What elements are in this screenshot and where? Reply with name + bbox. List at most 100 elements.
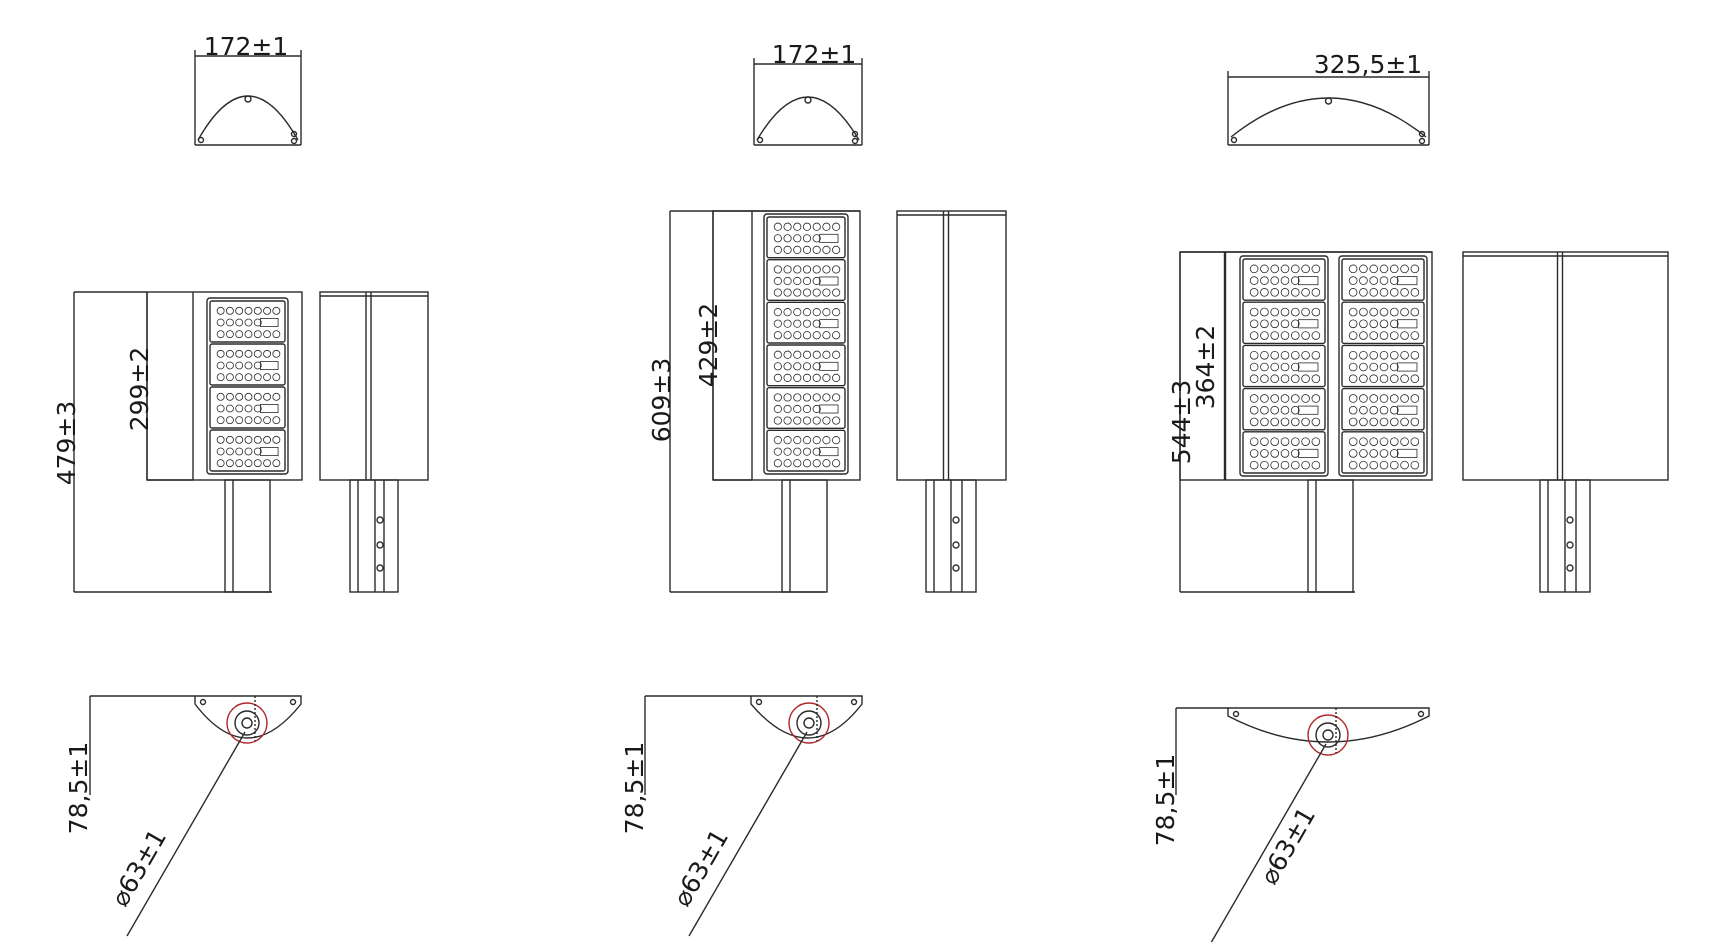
led-lens-large-right-0-0-5 bbox=[1400, 264, 1409, 274]
led-lens-large-right-2-2-2 bbox=[1369, 374, 1379, 384]
led-lens-large-left-2-2-4 bbox=[1290, 374, 1300, 384]
top-view-foot-screw-right-a-small bbox=[290, 130, 298, 138]
led-module-large-left-3 bbox=[1242, 387, 1326, 431]
led-lens-large-right-0-2-2 bbox=[1369, 288, 1379, 297]
led-lens-small-0-2-3 bbox=[244, 330, 253, 339]
led-lens-large-right-3-2-5 bbox=[1400, 417, 1409, 427]
led-lens-large-left-1-0-2 bbox=[1270, 307, 1280, 317]
led-lens-small-2-2-1 bbox=[226, 416, 234, 425]
led-lens-small-0-2-1 bbox=[226, 330, 234, 339]
led-driver-plate-large-right-1 bbox=[1397, 319, 1418, 329]
led-driver-plate-medium-1 bbox=[819, 276, 839, 286]
front-led-panel-small bbox=[206, 297, 289, 475]
top-view-foot-screw-right-b-medium bbox=[851, 137, 859, 145]
led-lens-small-3-1-4 bbox=[253, 447, 262, 456]
led-lens-small-3-0-6 bbox=[272, 435, 281, 444]
led-lens-large-left-3-2-5 bbox=[1301, 417, 1310, 427]
led-lens-large-left-2-2-3 bbox=[1280, 374, 1290, 384]
led-lens-medium-0-2-3 bbox=[802, 245, 812, 254]
led-lens-medium-0-0-2 bbox=[793, 222, 802, 231]
led-module-large-left-2 bbox=[1242, 344, 1326, 388]
led-lens-medium-2-0-4 bbox=[812, 308, 821, 317]
led-lens-large-right-3-0-0 bbox=[1348, 394, 1358, 403]
led-lens-medium-5-0-3 bbox=[802, 436, 812, 445]
led-lens-large-right-1-0-4 bbox=[1389, 307, 1399, 317]
led-lens-large-left-2-0-6 bbox=[1311, 350, 1321, 360]
led-lens-small-1-2-4 bbox=[253, 373, 262, 382]
led-lens-small-2-2-4 bbox=[253, 416, 262, 425]
led-lens-small-3-2-3 bbox=[244, 459, 253, 468]
led-lens-large-right-0-0-0 bbox=[1348, 264, 1358, 274]
led-lens-large-left-4-2-6 bbox=[1311, 460, 1321, 470]
total-height-label-large: 544±3 bbox=[1167, 380, 1196, 465]
led-lens-large-left-1-2-0 bbox=[1249, 331, 1259, 340]
led-lens-small-0-1-1 bbox=[226, 318, 234, 327]
led-lens-medium-2-0-6 bbox=[832, 308, 841, 317]
front-led-panel-medium bbox=[763, 213, 849, 475]
led-lens-large-right-1-0-5 bbox=[1400, 307, 1409, 317]
led-lens-large-left-0-0-6 bbox=[1311, 264, 1321, 274]
top-view-foot-screw-left-medium bbox=[756, 136, 764, 144]
led-lens-small-2-0-6 bbox=[272, 392, 281, 401]
led-module-medium-1 bbox=[766, 258, 846, 302]
led-lens-medium-3-0-2 bbox=[793, 350, 802, 359]
top-view-foot-screw-right-b-small bbox=[290, 137, 298, 145]
led-module-medium-4 bbox=[766, 386, 846, 430]
led-lens-large-right-1-1-0 bbox=[1348, 319, 1358, 329]
led-lens-large-right-3-1-2 bbox=[1369, 405, 1379, 415]
led-lens-small-1-1-0 bbox=[216, 361, 225, 370]
led-lens-large-left-0-1-0 bbox=[1249, 276, 1259, 285]
led-lens-large-left-3-1-2 bbox=[1270, 405, 1280, 415]
led-lens-small-0-0-3 bbox=[244, 306, 253, 315]
led-lens-small-1-0-3 bbox=[244, 349, 253, 358]
led-lens-large-left-1-1-2 bbox=[1270, 319, 1280, 329]
led-lens-large-left-0-0-1 bbox=[1260, 264, 1269, 274]
led-lens-medium-5-0-1 bbox=[783, 436, 792, 445]
led-lens-large-left-2-0-0 bbox=[1249, 350, 1259, 360]
led-lens-medium-0-2-4 bbox=[812, 245, 821, 254]
led-lens-small-3-2-2 bbox=[235, 459, 244, 468]
led-lens-large-right-2-1-4 bbox=[1389, 362, 1399, 372]
led-lens-medium-5-1-0 bbox=[773, 447, 782, 456]
led-lens-small-1-1-3 bbox=[244, 361, 253, 370]
led-lens-small-2-2-2 bbox=[235, 416, 244, 425]
led-lens-large-right-4-0-3 bbox=[1379, 437, 1389, 446]
led-lens-large-right-0-2-1 bbox=[1359, 288, 1368, 297]
led-lens-medium-2-0-3 bbox=[802, 308, 812, 317]
led-module-large-left-4 bbox=[1242, 431, 1326, 474]
led-lens-small-2-1-2 bbox=[235, 404, 244, 413]
led-lens-medium-4-2-3 bbox=[802, 416, 812, 425]
led-lens-large-right-0-0-3 bbox=[1379, 264, 1389, 274]
led-lens-small-3-2-6 bbox=[272, 459, 281, 468]
led-lens-medium-4-2-6 bbox=[832, 416, 841, 425]
led-lens-large-right-3-0-3 bbox=[1379, 394, 1389, 403]
led-module-medium-5 bbox=[766, 429, 846, 472]
led-lens-small-3-1-3 bbox=[244, 447, 253, 456]
led-module-large-right-2 bbox=[1341, 344, 1425, 388]
led-lens-large-right-4-0-6 bbox=[1410, 437, 1420, 446]
drawing-lines bbox=[73, 50, 1669, 942]
led-module-small-2 bbox=[209, 386, 286, 429]
led-lens-large-left-3-0-5 bbox=[1301, 394, 1310, 403]
led-lens-large-left-2-1-0 bbox=[1249, 362, 1259, 372]
led-module-large-right-4 bbox=[1341, 431, 1425, 474]
led-lens-small-3-2-1 bbox=[226, 459, 234, 468]
led-driver-plate-medium-5 bbox=[819, 447, 839, 457]
led-lens-large-left-2-2-1 bbox=[1260, 374, 1269, 384]
led-lens-large-left-4-2-0 bbox=[1249, 460, 1259, 470]
led-lens-large-left-0-1-1 bbox=[1260, 276, 1269, 285]
side-pole-hole-large-1 bbox=[1566, 541, 1574, 549]
led-lens-large-left-3-1-1 bbox=[1260, 405, 1269, 415]
led-driver-plate-small-0 bbox=[260, 318, 279, 327]
led-lens-medium-0-0-4 bbox=[812, 222, 821, 231]
led-lens-medium-3-0-4 bbox=[812, 350, 821, 359]
led-lens-large-right-4-1-1 bbox=[1359, 449, 1368, 458]
led-driver-plate-medium-2 bbox=[819, 319, 839, 329]
led-lens-large-right-4-1-3 bbox=[1379, 449, 1389, 458]
led-lens-medium-0-2-1 bbox=[783, 245, 792, 254]
led-lens-large-left-1-1-4 bbox=[1290, 319, 1300, 329]
led-lens-small-1-2-5 bbox=[263, 373, 272, 382]
led-lens-large-left-0-2-1 bbox=[1260, 288, 1269, 297]
bottom-mount-flange-small bbox=[226, 702, 268, 744]
led-lens-large-left-1-0-6 bbox=[1311, 307, 1321, 317]
